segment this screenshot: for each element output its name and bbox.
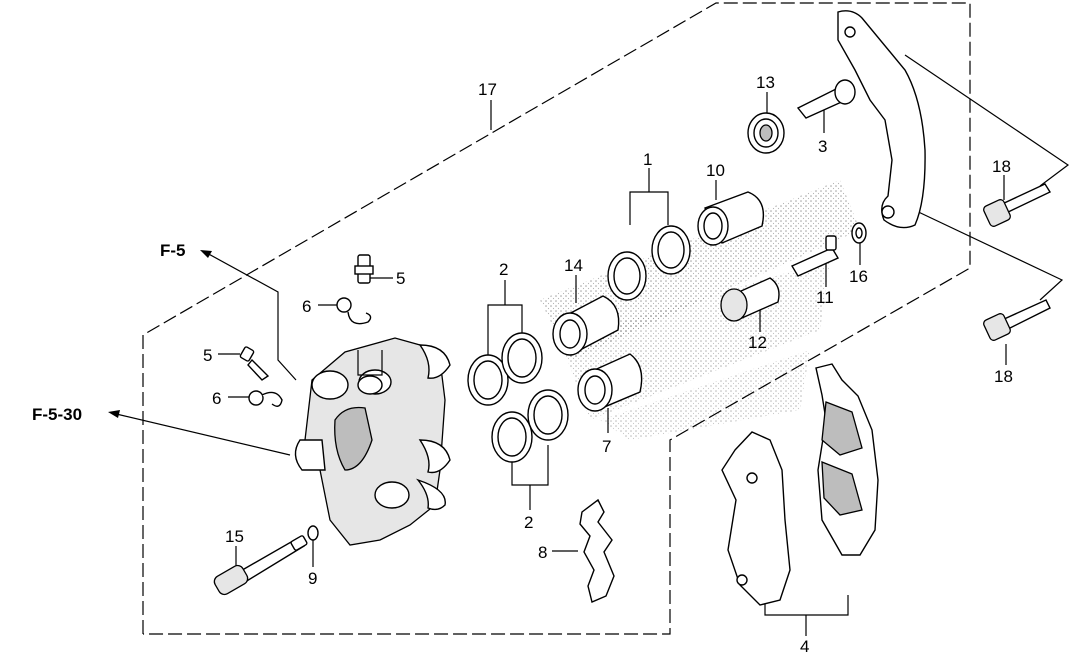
washer [307, 525, 319, 541]
callout-10: 10 [706, 161, 725, 180]
reference-f5-30: F-5-30 [32, 405, 82, 424]
piston-upper [552, 295, 620, 356]
callout-18-lower: 18 [994, 367, 1013, 386]
brake-pad-outer [815, 363, 879, 556]
callout-16: 16 [849, 267, 868, 286]
bleeder-screw-lower [239, 346, 270, 381]
caliper-pin-bolt [213, 535, 308, 596]
callout-12: 12 [748, 333, 767, 352]
callout-9: 9 [308, 569, 317, 588]
slide-pin-bolt [720, 277, 780, 322]
caliper-bracket [796, 10, 926, 229]
bleeder-screw-upper [354, 254, 374, 284]
callout-4: 4 [800, 637, 809, 656]
callout-6-upper: 6 [302, 297, 311, 316]
caliper-body [294, 337, 451, 546]
callout-14: 14 [564, 256, 583, 275]
callout-2-upper: 2 [499, 260, 508, 279]
bleeder-cap-upper [336, 297, 372, 325]
brake-pad-inner [721, 431, 791, 606]
bracket-bolt-lower [983, 299, 1051, 341]
callout-6-lower: 6 [212, 389, 221, 408]
callout-5-upper: 5 [396, 269, 405, 288]
bleeder-cap-lower [248, 390, 283, 407]
callout-11: 11 [816, 288, 834, 307]
callout-1: 1 [643, 150, 652, 169]
pin-boot [697, 191, 765, 246]
callout-5-lower: 5 [203, 346, 212, 365]
callout-15: 15 [225, 527, 244, 546]
callout-7: 7 [602, 437, 611, 456]
bracket-bolt-upper [983, 183, 1052, 227]
leader-lines [108, 54, 1070, 636]
section-references: F-5 F-5-30 [32, 241, 186, 424]
reference-f5: F-5 [160, 241, 186, 260]
callout-8: 8 [538, 543, 547, 562]
callout-18-upper: 18 [992, 157, 1011, 176]
piston-seal-set [607, 225, 691, 301]
slide-pin [790, 235, 840, 277]
callout-17: 17 [478, 80, 497, 99]
piston-lower [577, 353, 643, 412]
assembly-outline [142, 2, 971, 635]
pad-spring [579, 498, 615, 603]
callout-13: 13 [756, 73, 775, 92]
callout-3: 3 [818, 137, 827, 156]
bracket-washer [851, 222, 867, 244]
piston-seals [467, 332, 569, 463]
callout-labels: 17 1 2 2 3 4 5 5 6 6 7 8 9 10 11 12 13 1… [203, 73, 1013, 656]
callout-2-lower: 2 [524, 513, 533, 532]
dust-boot [747, 112, 785, 154]
